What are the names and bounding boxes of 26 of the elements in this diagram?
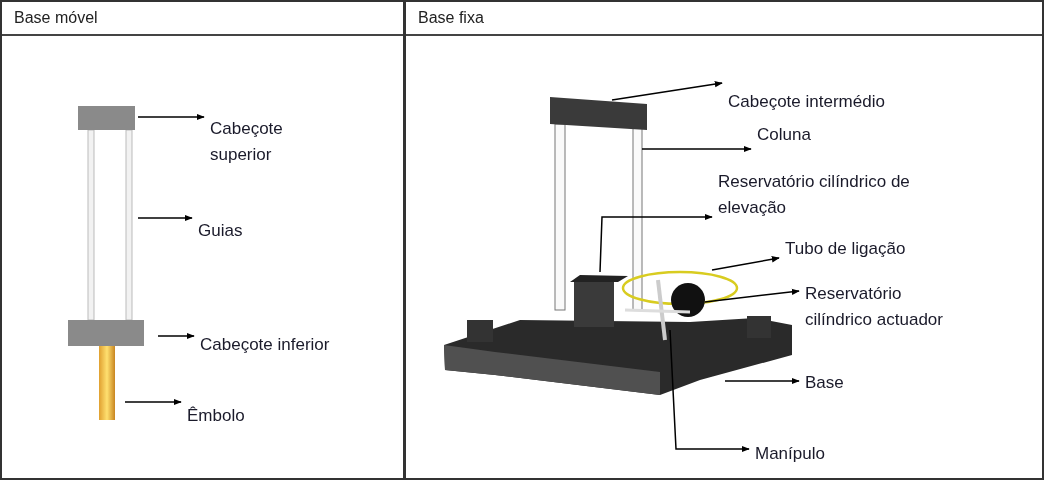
leader-arrow <box>137 113 205 121</box>
leader-arrow <box>704 288 800 303</box>
part-label: Cabeçote superior <box>210 116 320 168</box>
part-label: Êmbolo <box>187 403 245 429</box>
part-label: Reservatório cilíndrico actuador <box>805 281 973 333</box>
panel-header: Base móvel <box>14 8 98 28</box>
part-label: Reservatório cilíndrico de elevação <box>718 169 943 221</box>
leader-arrow <box>711 256 780 271</box>
leader-arrow <box>124 398 182 406</box>
part-label: Manípulo <box>755 441 825 467</box>
part-label: Tubo de ligação <box>785 236 906 262</box>
leader-arrow <box>137 214 193 222</box>
leader-arrow <box>157 332 195 340</box>
table-panel <box>404 0 1044 480</box>
leader-arrow <box>641 145 752 153</box>
leader-arrow <box>724 377 800 385</box>
leader-arrow <box>611 80 723 101</box>
part-label: Cabeçote intermédio <box>728 89 885 115</box>
part-label: Cabeçote inferior <box>200 332 330 358</box>
part-label: Coluna <box>757 122 811 148</box>
part-label: Base <box>805 370 844 396</box>
panel-header: Base fixa <box>418 8 484 28</box>
table-panel <box>0 0 405 480</box>
part-label: Guias <box>198 218 243 244</box>
leader-arrow <box>599 213 713 273</box>
leader-arrow <box>669 329 750 453</box>
